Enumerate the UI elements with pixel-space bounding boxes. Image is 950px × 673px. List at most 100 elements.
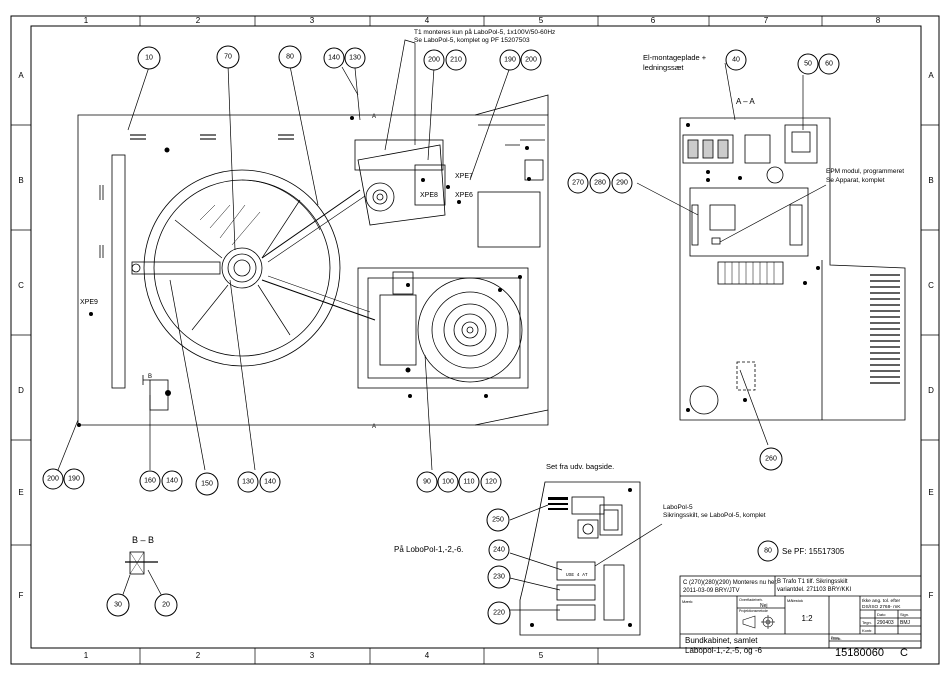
row-label: C bbox=[18, 281, 24, 290]
section-view-bb bbox=[125, 551, 158, 575]
tolerance-note: Ikke ang. tol. efter bbox=[862, 598, 901, 604]
variants-note: På LoboPol-1,-2,-6. bbox=[394, 545, 463, 554]
drawing-number: 15180060 bbox=[835, 647, 884, 659]
drawing-frame: 1 2 3 4 5 6 7 8 1 2 3 4 5 A B C D E F A … bbox=[10, 15, 940, 665]
item-balloon: 80 bbox=[757, 540, 779, 562]
surface-value: Nej bbox=[760, 603, 768, 609]
connector-label: XPE6 bbox=[455, 192, 473, 199]
projection-symbol-icon bbox=[742, 615, 775, 629]
svg-text:60: 60 bbox=[825, 61, 833, 68]
drawing-title: Bundkabinet, samlet bbox=[685, 636, 758, 645]
item-balloon: 50 bbox=[797, 53, 819, 75]
revision-b-date: variantdel. 271103 BRY/KKI bbox=[777, 587, 851, 593]
column-label: 3 bbox=[310, 16, 315, 25]
row-label: A bbox=[18, 71, 24, 80]
svg-text:250: 250 bbox=[492, 517, 504, 524]
row-label: D bbox=[18, 386, 24, 395]
svg-text:200: 200 bbox=[428, 57, 440, 64]
rear-view bbox=[519, 481, 641, 636]
item-balloon: 130 bbox=[344, 47, 366, 69]
item-balloon: 40 bbox=[725, 49, 747, 71]
scale-label: Målestok bbox=[787, 598, 803, 603]
revision-b-note: B Trafo T1 tilf. Sikringsskilt bbox=[777, 579, 848, 585]
section-mark-a: A bbox=[372, 424, 376, 430]
item-balloon: 260 bbox=[759, 447, 783, 471]
main-top-view bbox=[77, 94, 549, 427]
revision-letter: C bbox=[900, 647, 908, 659]
section-mark-b: B bbox=[148, 374, 152, 380]
svg-text:120: 120 bbox=[485, 479, 497, 486]
item-balloon: 70 bbox=[216, 45, 240, 69]
svg-text:150: 150 bbox=[201, 481, 213, 488]
item-balloon: 190 bbox=[63, 468, 85, 490]
svg-text:40: 40 bbox=[732, 57, 740, 64]
svg-text:130: 130 bbox=[242, 479, 254, 486]
item-balloon: 140 bbox=[259, 471, 281, 493]
item-balloon: 20 bbox=[154, 593, 178, 617]
drawn-by-label: Tegn. bbox=[862, 620, 872, 625]
svg-text:230: 230 bbox=[493, 574, 505, 581]
svg-text:90: 90 bbox=[423, 479, 431, 486]
item-balloon: 200 bbox=[520, 49, 542, 71]
rear-view-label: Set fra udv. bagside. bbox=[546, 462, 614, 471]
projection-label: Projektionsmetode bbox=[739, 609, 768, 613]
svg-text:240: 240 bbox=[493, 547, 505, 554]
column-label: 1 bbox=[84, 651, 89, 660]
tolerance-note: DS/ISO 2768- mK bbox=[862, 604, 901, 610]
item-balloon: 60 bbox=[818, 53, 840, 75]
svg-text:270: 270 bbox=[572, 180, 584, 187]
svg-text:100: 100 bbox=[442, 479, 454, 486]
connector-label: XPE7 bbox=[455, 173, 473, 180]
column-label: 8 bbox=[876, 16, 881, 25]
svg-text:210: 210 bbox=[450, 57, 462, 64]
item-balloon: 90 bbox=[416, 471, 438, 493]
svg-text:20: 20 bbox=[162, 602, 170, 609]
labopol-note: LaboPol-5 bbox=[663, 504, 693, 511]
column-label: 4 bbox=[425, 16, 430, 25]
item-balloon: 80 bbox=[278, 45, 302, 69]
item-balloon: 290 bbox=[611, 172, 633, 194]
section-bb-label: B – B bbox=[132, 535, 154, 545]
item-balloons: 10 70 80 140 130 200 210 190 200 40 50 6… bbox=[42, 45, 840, 625]
row-label: B bbox=[18, 176, 23, 185]
epm-note: Se Apparat, komplet bbox=[826, 177, 885, 184]
item-balloon: 200 bbox=[423, 49, 445, 71]
section-mark-a: A bbox=[372, 114, 376, 120]
scale-value: 1:2 bbox=[801, 614, 813, 623]
svg-text:260: 260 bbox=[765, 456, 777, 463]
approved-label: Godk. bbox=[831, 636, 842, 641]
drawn-date: 290403 bbox=[877, 620, 894, 626]
row-label: F bbox=[929, 591, 934, 600]
column-label: 3 bbox=[310, 651, 315, 660]
item-balloon: 120 bbox=[480, 471, 502, 493]
revision-c-date: 2011-03-09 BRY/JTV bbox=[683, 588, 739, 594]
row-label: A bbox=[928, 71, 934, 80]
see-pf-note: Se PF: 15517305 bbox=[782, 547, 845, 556]
labopol-note: Sikringsskilt, se LaboPol-5, komplet bbox=[663, 512, 766, 519]
leader-lines bbox=[57, 39, 827, 611]
item-balloon: 130 bbox=[237, 471, 259, 493]
item-balloon: 200 bbox=[42, 468, 64, 490]
row-label: D bbox=[928, 386, 934, 395]
item-balloon: 280 bbox=[589, 172, 611, 194]
column-label: 2 bbox=[196, 16, 201, 25]
item-balloon: 140 bbox=[161, 470, 183, 492]
checked-label: Kontr. bbox=[862, 628, 872, 633]
svg-text:140: 140 bbox=[166, 478, 178, 485]
svg-text:50: 50 bbox=[804, 61, 812, 68]
svg-text:200: 200 bbox=[47, 476, 59, 483]
el-plate-note: El-montageplade + bbox=[643, 53, 707, 62]
svg-text:280: 280 bbox=[594, 180, 606, 187]
svg-text:140: 140 bbox=[264, 479, 276, 486]
connector-label: XPE9 bbox=[80, 299, 98, 306]
fuse-label: USE 4 AT bbox=[566, 572, 588, 578]
svg-text:130: 130 bbox=[349, 55, 361, 62]
t1-note: T1 monteres kun på LaboPol-5, 1x100V/50-… bbox=[414, 28, 555, 36]
svg-text:30: 30 bbox=[114, 602, 122, 609]
item-balloon: 190 bbox=[499, 49, 521, 71]
item-balloon: 230 bbox=[487, 565, 511, 589]
drawn-sign: BMJ bbox=[900, 620, 911, 626]
sign-label: Sign. bbox=[900, 612, 909, 617]
column-label: 1 bbox=[84, 16, 89, 25]
